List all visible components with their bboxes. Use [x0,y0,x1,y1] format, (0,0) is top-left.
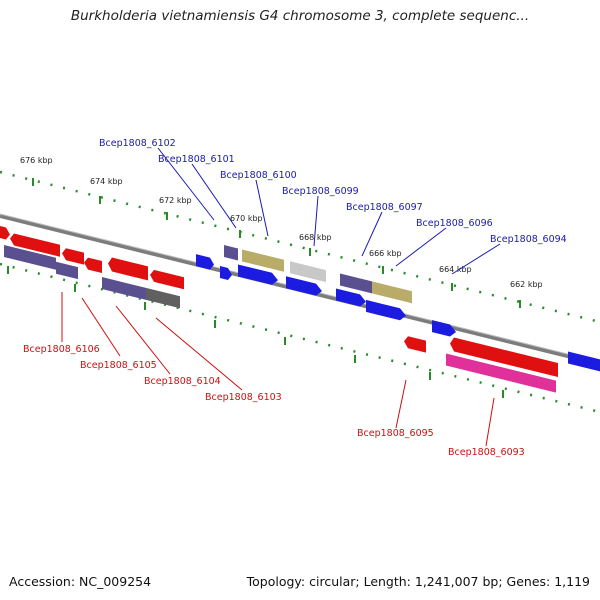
gene-label-top[interactable]: Bcep1808_6097 [346,202,423,213]
gene-arrow [568,351,600,372]
gene-arrow [220,266,232,281]
cds-block [372,281,412,304]
cds-block [340,273,372,294]
gene-arrow [108,257,148,281]
outer-major-ticks [32,178,521,308]
gene-arrow [150,269,184,290]
accession-text: Accession: NC_009254 [9,574,152,589]
gene-label-bottom[interactable]: Bcep1808_6105 [80,360,157,371]
tick-label: 670 kbp [230,214,263,223]
gene-arrow [84,257,102,274]
tick-labels: 676 kbp 674 kbp 672 kbp 670 kbp 668 kbp … [20,156,543,289]
gene-arrow [286,276,322,296]
gene-label-bottom[interactable]: Bcep1808_6103 [205,392,282,403]
gene-arrow [62,248,84,265]
gene-arrow [10,233,60,257]
gene-label-top[interactable]: Bcep1808_6102 [99,138,176,149]
bottom-labels: Bcep1808_6106 Bcep1808_6105 Bcep1808_610… [23,344,525,458]
bottom-leader-lines [61,292,495,447]
gene-arrow [450,337,558,378]
cds-block [56,261,78,280]
tick-label: 666 kbp [369,249,402,258]
gene-label-top[interactable]: Bcep1808_6096 [416,218,493,229]
gene-label-bottom[interactable]: Bcep1808_6095 [357,428,434,439]
top-leader-lines [157,147,501,275]
gene-arrow [404,336,426,353]
gene-label-bottom[interactable]: Bcep1808_6106 [23,344,100,355]
gene-label-top[interactable]: Bcep1808_6100 [220,170,297,181]
cds-block [4,244,56,270]
cds-block [102,277,146,300]
tick-label: 672 kbp [159,196,192,205]
gene-label-bottom[interactable]: Bcep1808_6093 [448,447,525,458]
gene-arrow [432,320,456,337]
inner-major-ticks [7,266,504,398]
gene-label-top[interactable]: Bcep1808_6094 [490,234,567,245]
cds-block [290,261,326,283]
tick-label: 668 kbp [299,233,332,242]
tick-label: 662 kbp [510,280,543,289]
top-labels: Bcep1808_6102 Bcep1808_6101 Bcep1808_610… [99,138,567,245]
gene-features [0,226,600,393]
tick-label: 674 kbp [90,177,123,186]
gene-label-top[interactable]: Bcep1808_6099 [282,186,359,197]
cds-block [224,245,238,261]
cds-block [242,249,284,272]
tick-label: 676 kbp [20,156,53,165]
gene-arrow [0,226,10,240]
topology-summary: Topology: circular; Length: 1,241,007 bp… [246,574,590,589]
cds-block [446,353,556,393]
map-title: Burkholderia vietnamiensis G4 chromosome… [70,8,530,24]
gene-label-bottom[interactable]: Bcep1808_6104 [144,376,221,387]
gene-label-top[interactable]: Bcep1808_6101 [158,154,235,165]
cds-block [146,287,180,309]
gene-arrow [196,254,214,270]
tick-label: 664 kbp [439,265,472,274]
gene-arrow [238,264,278,285]
gene-arrow [336,288,366,307]
gene-arrow [366,299,406,321]
